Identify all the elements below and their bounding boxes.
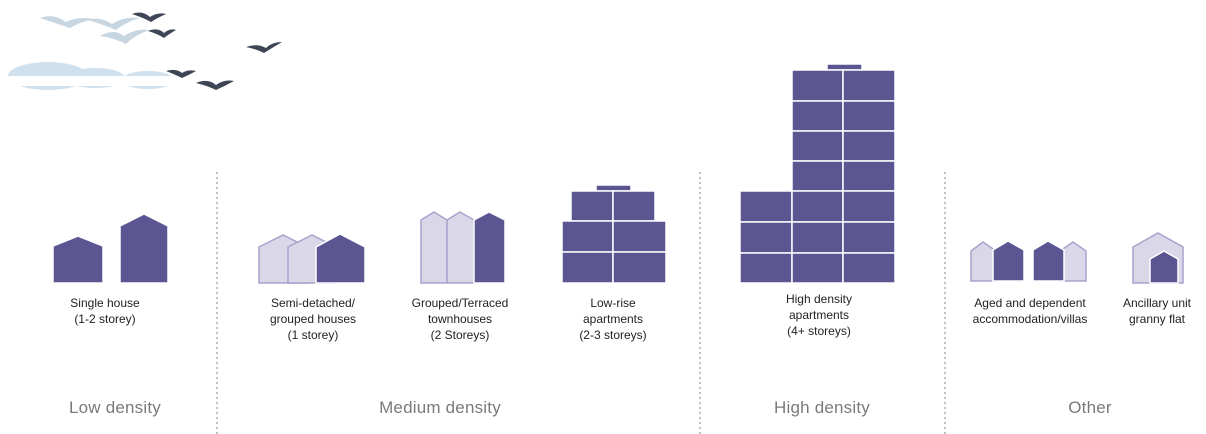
label-high-density-apartments: High density apartments (4+ storeys) — [785, 292, 853, 338]
aged-dependent-icon — [970, 240, 1087, 282]
label-semi-detached: Semi-detached/ grouped houses (1 storey) — [269, 296, 357, 342]
category-other: Other — [1068, 398, 1112, 417]
bird-icon — [196, 80, 234, 90]
bird-icon — [246, 42, 282, 53]
sky-decoration — [8, 12, 282, 90]
label-single-house: Single house (1-2 storey) — [70, 296, 140, 326]
bird-icon — [166, 69, 196, 78]
semi-detached-icon — [258, 233, 366, 284]
label-aged-dependent: Aged and dependent accommodation/villas — [972, 296, 1088, 326]
bird-icon — [132, 12, 166, 22]
bird-icon — [88, 17, 140, 30]
high-density-apartments-icon — [739, 63, 896, 284]
cloud-shape — [8, 76, 178, 86]
bird-icon — [40, 16, 94, 28]
ancillary-unit-icon — [1132, 232, 1184, 284]
label-grouped-terraced: Grouped/Terraced townhouses (2 Storeys) — [411, 296, 509, 342]
label-ancillary-unit: Ancillary unit granny flat — [1122, 296, 1192, 326]
low-rise-apartments-icon — [561, 184, 667, 284]
grouped-terraced-icon — [420, 211, 506, 284]
category-high-density: High density — [774, 398, 870, 417]
category-low-density: Low density — [69, 398, 161, 417]
single-house-icon — [52, 213, 169, 284]
bird-icon — [148, 29, 176, 38]
category-medium-density: Medium density — [379, 398, 501, 417]
bird-icon — [100, 29, 150, 44]
label-low-rise: Low-rise apartments (2-3 storeys) — [579, 296, 647, 342]
